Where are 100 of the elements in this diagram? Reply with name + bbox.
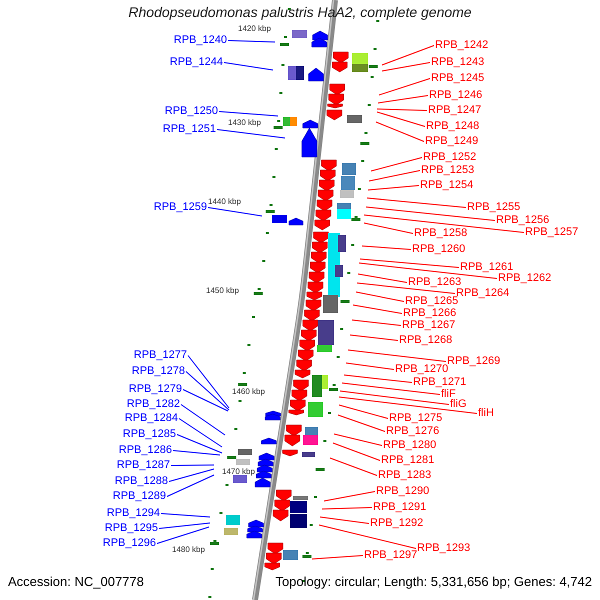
gene-label: RPB_1267 xyxy=(402,319,456,332)
gene-label: RPB_1295 xyxy=(104,522,158,535)
gene-label: fliH xyxy=(478,407,494,420)
leader-line xyxy=(216,129,286,138)
gene-label: RPB_1269 xyxy=(447,355,500,368)
gene-label: RPB_1291 xyxy=(373,501,426,514)
gene-label: RPB_1297 xyxy=(364,549,418,562)
leader-line xyxy=(366,206,496,221)
scale-label: 1450 kbp xyxy=(206,286,239,295)
gene-label: RPB_1258 xyxy=(414,227,468,240)
gene-label: RPB_1275 xyxy=(389,412,442,425)
leader-line xyxy=(318,524,416,549)
leader-line xyxy=(352,320,402,326)
gene-label: RPB_1271 xyxy=(413,376,466,389)
leader-line xyxy=(228,40,276,42)
leader-line xyxy=(158,522,210,529)
scale-label: 1480 kbp xyxy=(172,545,205,554)
leader-line xyxy=(330,458,378,476)
leader-line xyxy=(332,442,380,461)
leader-line xyxy=(376,122,424,142)
leader-line xyxy=(382,62,430,72)
leader-line xyxy=(178,418,222,448)
gene-label: RPB_1277 xyxy=(134,349,187,362)
leader-line xyxy=(362,246,412,250)
gene-label: RPB_1252 xyxy=(423,151,476,164)
leader-line xyxy=(188,355,230,408)
gene-label: RPB_1248 xyxy=(426,120,480,133)
leader-line xyxy=(378,78,430,96)
leader-line xyxy=(378,95,428,104)
leader-line xyxy=(358,262,498,279)
scale-label: 1440 kbp xyxy=(208,197,241,206)
leader-line xyxy=(350,334,398,341)
leader-line xyxy=(334,434,382,446)
leader-line xyxy=(364,222,414,234)
gene-label: RPB_1280 xyxy=(383,439,436,452)
leader-line xyxy=(180,404,226,436)
gene-label: RPB_1261 xyxy=(460,261,514,274)
leader-line xyxy=(360,258,460,268)
leader-line xyxy=(364,214,524,233)
gene-label: RPB_1286 xyxy=(118,444,172,457)
leader-line xyxy=(218,111,278,116)
gene-label: RPB_1285 xyxy=(122,428,176,441)
accession-text: Accession: NC_007778 xyxy=(8,575,144,588)
gene-label: RPB_1253 xyxy=(421,164,474,177)
gene-label: RPB_1288 xyxy=(114,475,168,488)
gene-label: RPB_1294 xyxy=(106,507,160,520)
leader-line xyxy=(342,382,440,395)
gene-label: RPB_1242 xyxy=(435,39,488,52)
gene-label: RPB_1255 xyxy=(467,201,520,214)
gene-label: RPB_1290 xyxy=(376,485,430,498)
leader-line xyxy=(356,292,404,302)
gene-label: RPB_1276 xyxy=(386,425,440,438)
gene-label: RPB_1266 xyxy=(403,307,456,320)
gene-label: RPB_1249 xyxy=(425,135,478,148)
gene-label: RPB_1264 xyxy=(456,287,510,300)
leader-line xyxy=(344,374,412,383)
leader-line xyxy=(182,389,228,412)
scale-label: 1430 kbp xyxy=(228,118,261,127)
scale-label: 1470 kbp xyxy=(222,467,255,476)
leader-line xyxy=(356,282,456,294)
gene-label: RPB_1246 xyxy=(429,89,482,102)
gene-label: RPB_1259 xyxy=(154,201,207,214)
gene-label: RPB_1287 xyxy=(116,459,170,472)
leader-line xyxy=(368,170,420,182)
gene-label: RPB_1265 xyxy=(405,295,458,308)
leader-line xyxy=(224,62,274,70)
leader-line xyxy=(346,362,394,370)
gene-label: RPB_1250 xyxy=(164,105,218,118)
gene-label: RPB_1279 xyxy=(128,383,182,396)
leader-line xyxy=(382,45,434,66)
leader-line xyxy=(370,157,422,172)
leader-line xyxy=(208,207,262,216)
leader-line xyxy=(338,396,478,414)
scale-label: 1460 kbp xyxy=(232,387,265,396)
gene-label: RPB_1289 xyxy=(112,490,166,503)
leader-line xyxy=(156,526,210,544)
leader-line xyxy=(172,450,220,456)
gene-label: RPB_1281 xyxy=(381,454,434,467)
gene-label: RPB_1262 xyxy=(498,272,552,285)
gene-label: RPB_1292 xyxy=(370,517,424,530)
leader-line xyxy=(338,414,386,432)
leader-line xyxy=(166,474,214,497)
gene-label: RPB_1282 xyxy=(126,398,180,411)
gene-label: RPB_1293 xyxy=(417,542,470,555)
leader-line xyxy=(176,434,222,454)
leader-line xyxy=(324,491,376,502)
leader-line xyxy=(358,274,408,283)
gene-label: RPB_1296 xyxy=(102,537,156,550)
leader-line xyxy=(366,198,466,208)
leader-line xyxy=(368,185,420,190)
genome-info-text: Topology: circular; Length: 5,331,656 bp; Genes: 4,742 xyxy=(275,575,592,588)
gene-label: RPB_1247 xyxy=(428,104,482,117)
leader-line xyxy=(186,371,230,410)
gene-label: RPB_1283 xyxy=(378,469,432,482)
leader-line xyxy=(320,516,370,524)
gene-label: RPB_1278 xyxy=(132,365,185,378)
gene-label: RPB_1245 xyxy=(431,72,484,85)
leader-line xyxy=(160,513,210,518)
scale-label: 1420 kbp xyxy=(238,24,271,33)
gene-label: RPB_1260 xyxy=(412,243,466,256)
